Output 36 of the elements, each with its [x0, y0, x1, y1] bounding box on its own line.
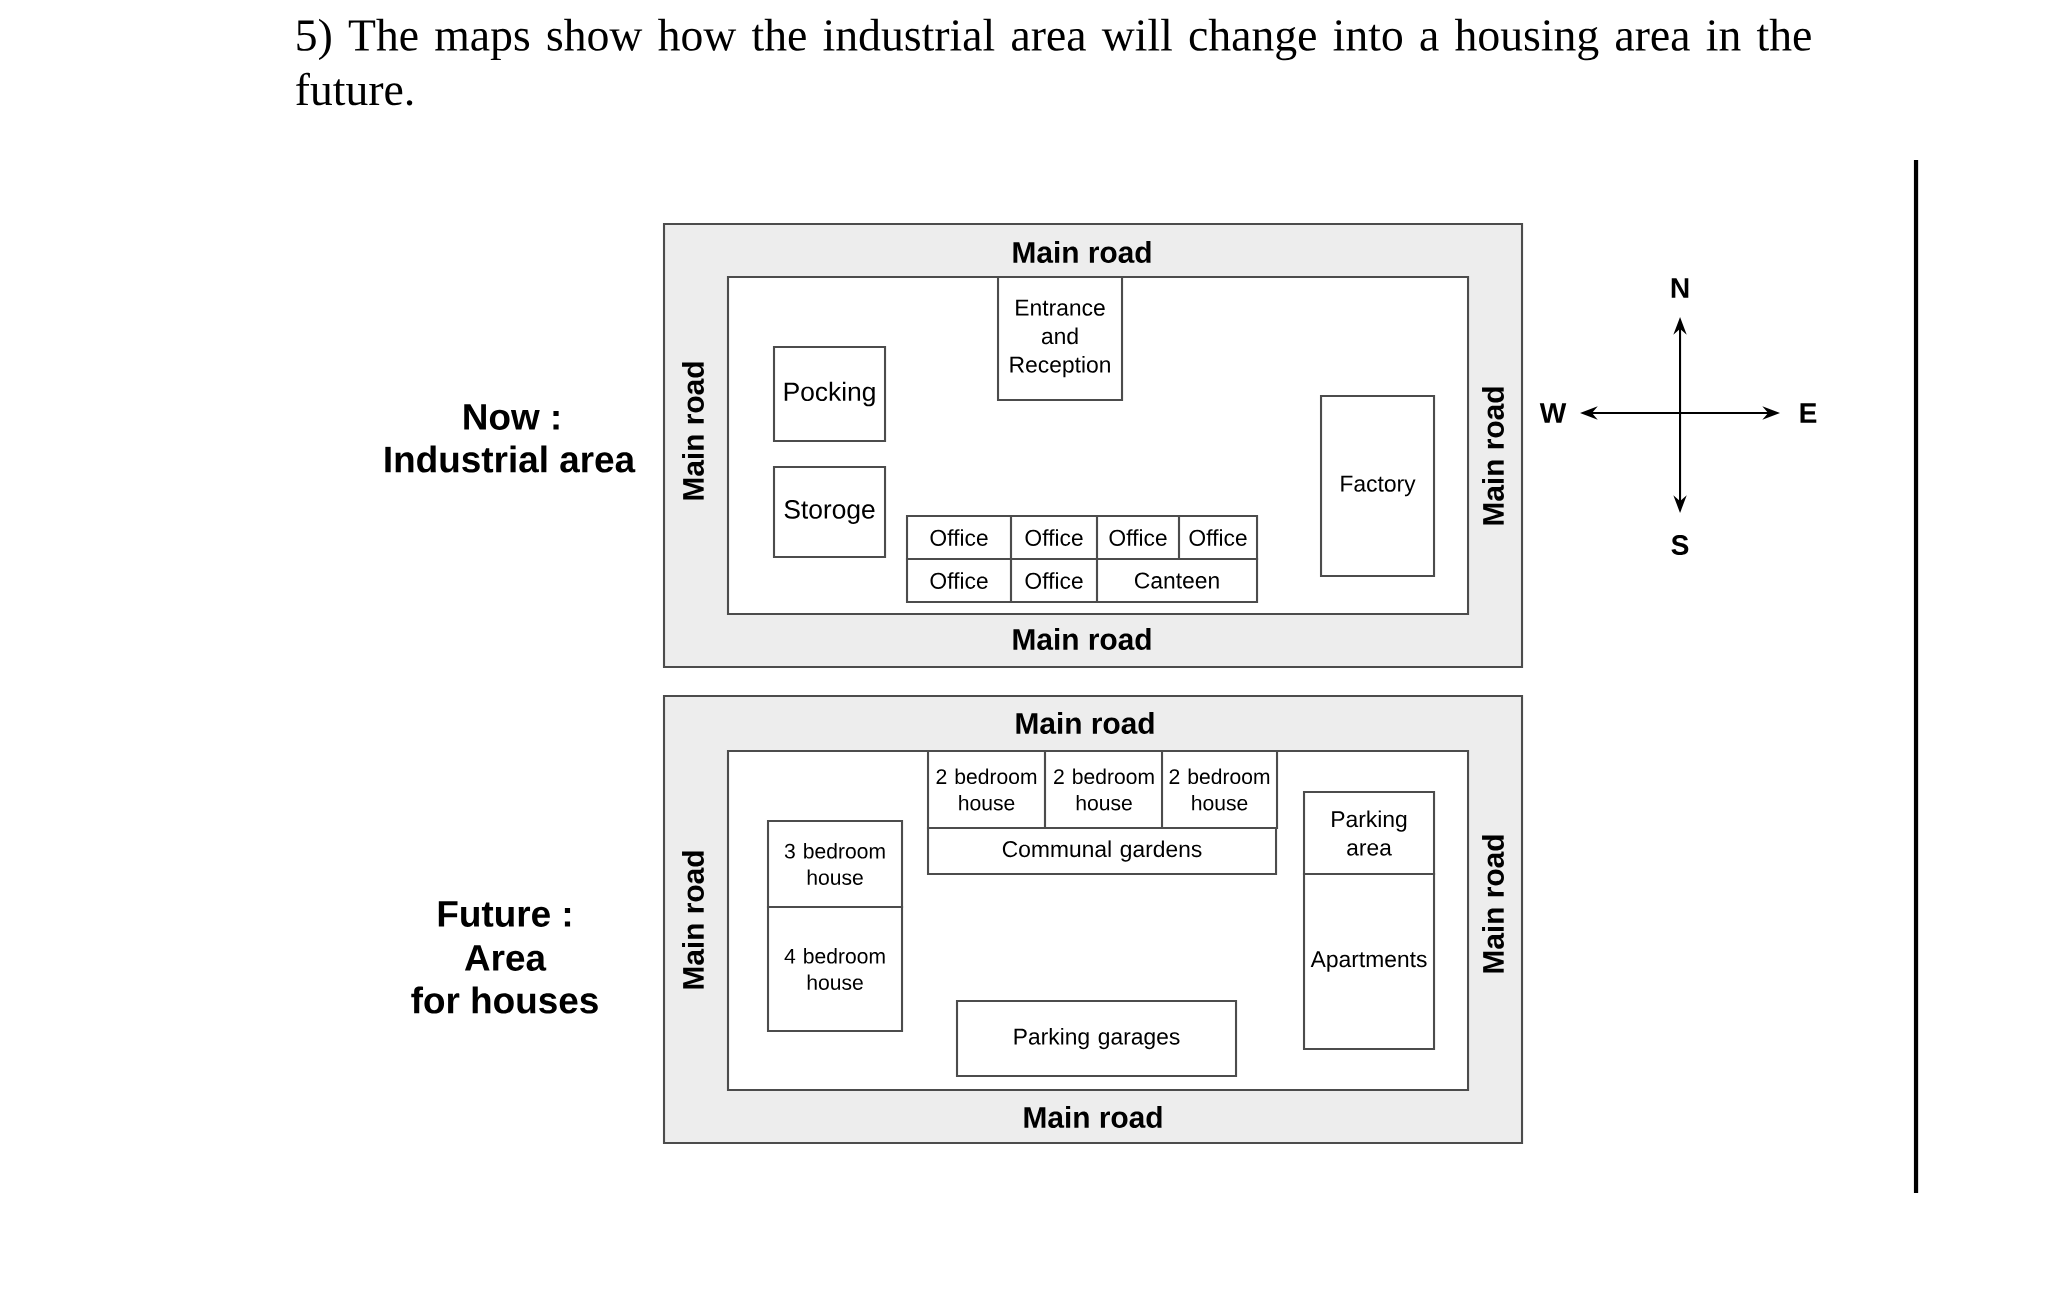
building-box: Pocking [772, 345, 887, 443]
building-box: Storoge [772, 465, 887, 559]
building-box: Office [1095, 514, 1181, 561]
compass-letter: W [1539, 403, 1567, 423]
road-label: Main road [1024, 1106, 1162, 1128]
side-label: for houses [411, 986, 598, 1014]
building-box: 2 bedroom house [926, 749, 1047, 830]
building-box: Office [905, 514, 1013, 561]
building-box: Factory [1319, 394, 1436, 578]
compass-letter: N [1671, 278, 1689, 298]
road-label: Main road [1482, 835, 1504, 973]
road-label: Main road [1013, 628, 1151, 650]
building-box: Parking garages [955, 999, 1238, 1078]
title: 5) The maps show how the industrial area will change into a housing area in the future. [296, 18, 1811, 106]
road-label: Main road [682, 362, 704, 500]
compass-letter: E [1800, 403, 1817, 423]
building-box: Office [905, 557, 1013, 604]
side-label: Industrial area [385, 445, 636, 473]
building-box: Parking area [1302, 790, 1436, 876]
building-box: Office [1009, 557, 1099, 604]
side-label: Future : [438, 901, 571, 927]
side-label: Now : [464, 404, 559, 430]
road-label: Main road [1013, 241, 1151, 263]
road-label: Main road [1016, 712, 1154, 734]
side-label: Area [464, 945, 547, 971]
building-box: Communal gardens [926, 826, 1278, 876]
building-box: 2 bedroom house [1043, 749, 1165, 830]
building-box: Entrance and Reception [996, 275, 1124, 402]
road-label: Main road [682, 851, 704, 989]
building-box: Office [1009, 514, 1099, 561]
road-label: Main road [1482, 387, 1504, 525]
building-box: 2 bedroom house [1160, 749, 1279, 830]
compass-letter: S [1671, 535, 1689, 555]
building-box: Office [1177, 514, 1259, 561]
building-box: 4 bedroom house [766, 905, 904, 1033]
building-box: 3 bedroom house [766, 819, 904, 909]
